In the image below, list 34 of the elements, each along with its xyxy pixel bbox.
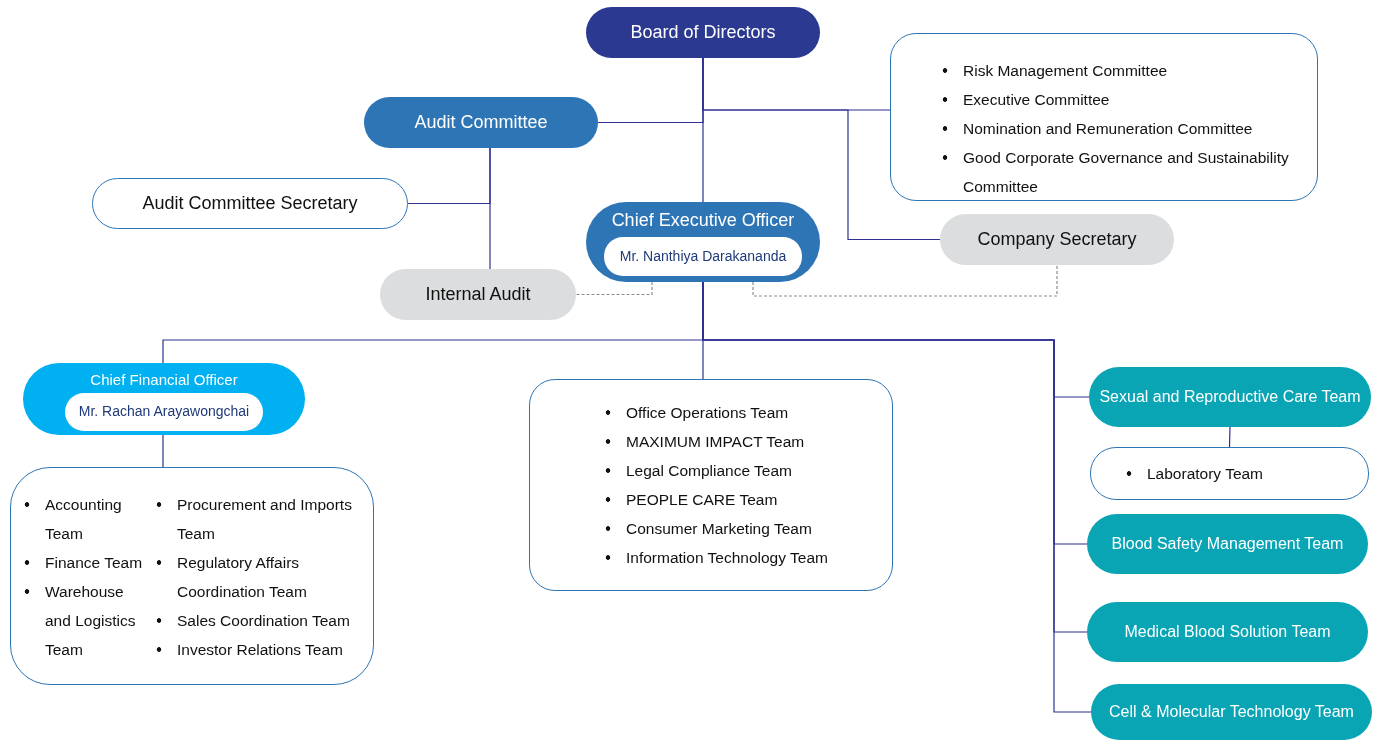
team-box	[1089, 367, 1371, 427]
box-label: Internal Audit	[425, 284, 531, 305]
org-box	[380, 269, 576, 320]
dashed-connector	[752, 264, 1058, 297]
team-box	[1087, 602, 1368, 662]
box-label: Blood Safety Management Team	[1111, 534, 1344, 554]
person-name: Mr. Nanthiya Darakananda	[619, 248, 787, 265]
connector-line	[702, 57, 704, 203]
role-title: Chief Financial Officer	[90, 371, 238, 389]
box-label: Audit Committee Secretary	[142, 193, 358, 214]
box-label: Company Secretary	[977, 229, 1137, 250]
team-list-panel	[1090, 447, 1369, 500]
org-box	[364, 97, 598, 148]
org-box	[92, 178, 408, 229]
box-label: Sexual and Reproductive Care Team	[1099, 387, 1361, 407]
team-list-panel	[10, 467, 374, 685]
connector-line	[162, 434, 164, 468]
org-box	[940, 214, 1174, 265]
name-box	[604, 237, 802, 276]
name-box	[65, 393, 263, 431]
box-label: Audit Committee	[414, 112, 548, 133]
box-label: Cell & Molecular Technology Team	[1109, 702, 1354, 722]
connector-line	[489, 147, 491, 270]
team-list-panel	[890, 33, 1318, 201]
team-box	[1091, 684, 1372, 740]
box-label: Board of Directors	[630, 22, 776, 43]
person-name: Mr. Rachan Arayawongchai	[78, 404, 250, 420]
org-box	[586, 7, 820, 58]
dashed-connector	[575, 281, 653, 296]
box-label: Medical Blood Solution Team	[1124, 622, 1331, 642]
connector-line	[1228, 426, 1231, 448]
team-list-panel	[529, 379, 893, 591]
role-title: Chief Executive Officer	[611, 210, 795, 231]
team-box	[1087, 514, 1368, 574]
